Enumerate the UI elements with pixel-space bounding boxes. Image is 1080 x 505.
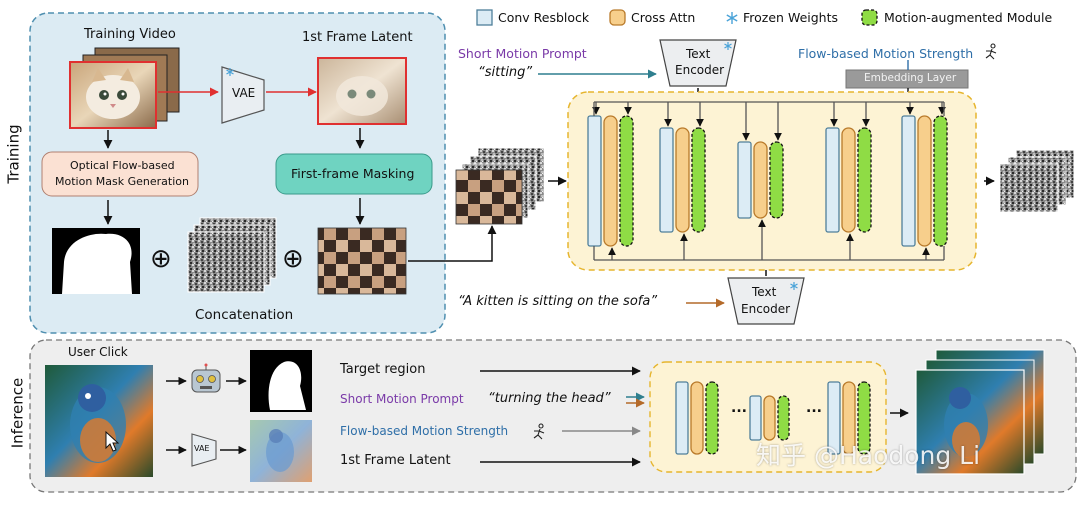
inference-vae-block [191, 433, 217, 467]
unet-training-blocks [587, 101, 948, 261]
inference-short-prompt-label: Short Motion Prompt [340, 392, 464, 406]
legend-conv-label: Conv Resblock [498, 10, 590, 25]
snowflake-icon [724, 42, 732, 50]
inference-unet-block-1-cross-attn [690, 381, 704, 455]
legend-conv-swatch [476, 9, 493, 26]
flow-strength-label: Flow-based Motion Strength [798, 46, 974, 61]
oplus-right: ⊕ [282, 244, 304, 274]
vae-encoder-block [221, 66, 265, 124]
inference-unet-block-1-conv-resblock [675, 381, 689, 455]
unet-block-1-motion-module [619, 115, 634, 247]
watermark-text: 知乎 @Haodong Li [756, 441, 981, 470]
inference-unet-block-1-motion-module [705, 381, 719, 455]
unet-block-5-conv-resblock [901, 115, 916, 247]
running-figure-icon [533, 423, 545, 440]
unet-ellipsis-left: ... [731, 400, 747, 416]
text-encoder-bottom [727, 277, 805, 325]
inference-first-frame-latent [250, 420, 312, 482]
inference-first-frame-latent-label: 1st Frame Latent [340, 453, 451, 468]
unet-block-3-cross-attn [753, 141, 768, 219]
inference-unet-block-3-cross-attn [842, 381, 856, 455]
first-frame-masking-label: First-frame Masking [291, 166, 415, 181]
inference-unet-block-2-conv-resblock [749, 395, 762, 441]
inference-mask-image [250, 350, 312, 412]
unet-ellipsis-right: ... [806, 400, 822, 416]
unet-inference-blocks [675, 381, 871, 455]
unet-block-2-conv-resblock [659, 127, 674, 233]
unet-block-5-cross-attn [917, 115, 932, 247]
legend-motion-label: Motion-augmented Module [884, 10, 1053, 25]
inference-unet-block-2-motion-module [777, 395, 790, 441]
motion-mask-image [52, 228, 140, 294]
user-click-bird-image [45, 365, 153, 477]
unet-block-2-motion-module [691, 127, 706, 233]
short-prompt-label: Short Motion Prompt [458, 46, 587, 61]
inference-unet-block-3-conv-resblock [827, 381, 841, 455]
inference-unet-block-2-cross-attn [763, 395, 776, 441]
legend-frozen-label: Frozen Weights [743, 10, 839, 25]
training-video-label: Training Video [84, 27, 176, 42]
unet-block-4-conv-resblock [825, 127, 840, 233]
text-encoder-top-line1: Text [686, 47, 711, 61]
user-click-label: User Click [68, 345, 128, 359]
output-noise-stack [999, 149, 1075, 213]
long-prompt-text: “A kitten is sitting on the sofa” [458, 294, 658, 309]
unet-block-3-motion-module [769, 141, 784, 219]
inference-unet-block-3-motion-module [857, 381, 871, 455]
inference-vae-label: VAE [194, 444, 210, 453]
snowflake-icon [226, 68, 234, 76]
vae-label: VAE [232, 86, 256, 100]
training-video-frames [69, 47, 180, 129]
first-frame-masking-box [275, 153, 433, 195]
unet-block-3-conv-resblock [737, 141, 752, 219]
unet-block-4-cross-attn [841, 127, 856, 233]
oplus-left: ⊕ [150, 244, 172, 274]
unet-block-2-cross-attn [675, 127, 690, 233]
legend-motion-swatch [861, 9, 878, 26]
inference-side-label: Inference [8, 377, 27, 449]
inference-short-prompt-value: “turning the head” [488, 391, 611, 406]
embedding-layer-box [845, 69, 969, 89]
legend-attn-swatch [609, 9, 626, 26]
unet-block-4-motion-module [857, 127, 872, 233]
mask-gen-label-line2: Motion Mask Generation [55, 175, 189, 188]
noise-latent-stack [187, 217, 277, 293]
unet-block-5-motion-module [933, 115, 948, 247]
short-prompt-value: “sitting” [478, 65, 533, 80]
embedding-layer-label: Embedding Layer [864, 72, 957, 84]
text-encoder-top-line2: Encoder [675, 63, 725, 77]
snowflake-icon [790, 282, 798, 290]
legend-snowflake-icon [726, 12, 738, 24]
concatenated-input-stack [455, 147, 545, 225]
legend-attn-label: Cross Attn [631, 10, 696, 25]
mask-gen-label-line1: Optical Flow-based [70, 159, 175, 172]
target-region-label: Target region [340, 362, 426, 377]
text-encoder-bottom-line2: Encoder [741, 302, 791, 316]
first-frame-latent-label: 1st Frame Latent [302, 30, 413, 45]
text-encoder-bottom-line1: Text [752, 285, 777, 299]
masked-first-frame-latent [317, 227, 407, 295]
text-encoder-top [659, 39, 737, 87]
output-bird-video-frames [915, 349, 1045, 475]
concatenation-label: Concatenation [195, 307, 294, 323]
unet-block-1-cross-attn [603, 115, 618, 247]
arrow-concat-to-input [408, 225, 497, 262]
motion-mask-generation-box [41, 151, 199, 197]
first-frame-latent-image [317, 57, 407, 125]
training-side-label: Training [4, 124, 23, 184]
inference-flow-strength-label: Flow-based Motion Strength [340, 424, 509, 438]
cursor-icon [105, 430, 120, 452]
robot-icon [191, 363, 221, 393]
running-figure-icon [985, 43, 997, 60]
unet-block-1-conv-resblock [587, 115, 602, 247]
